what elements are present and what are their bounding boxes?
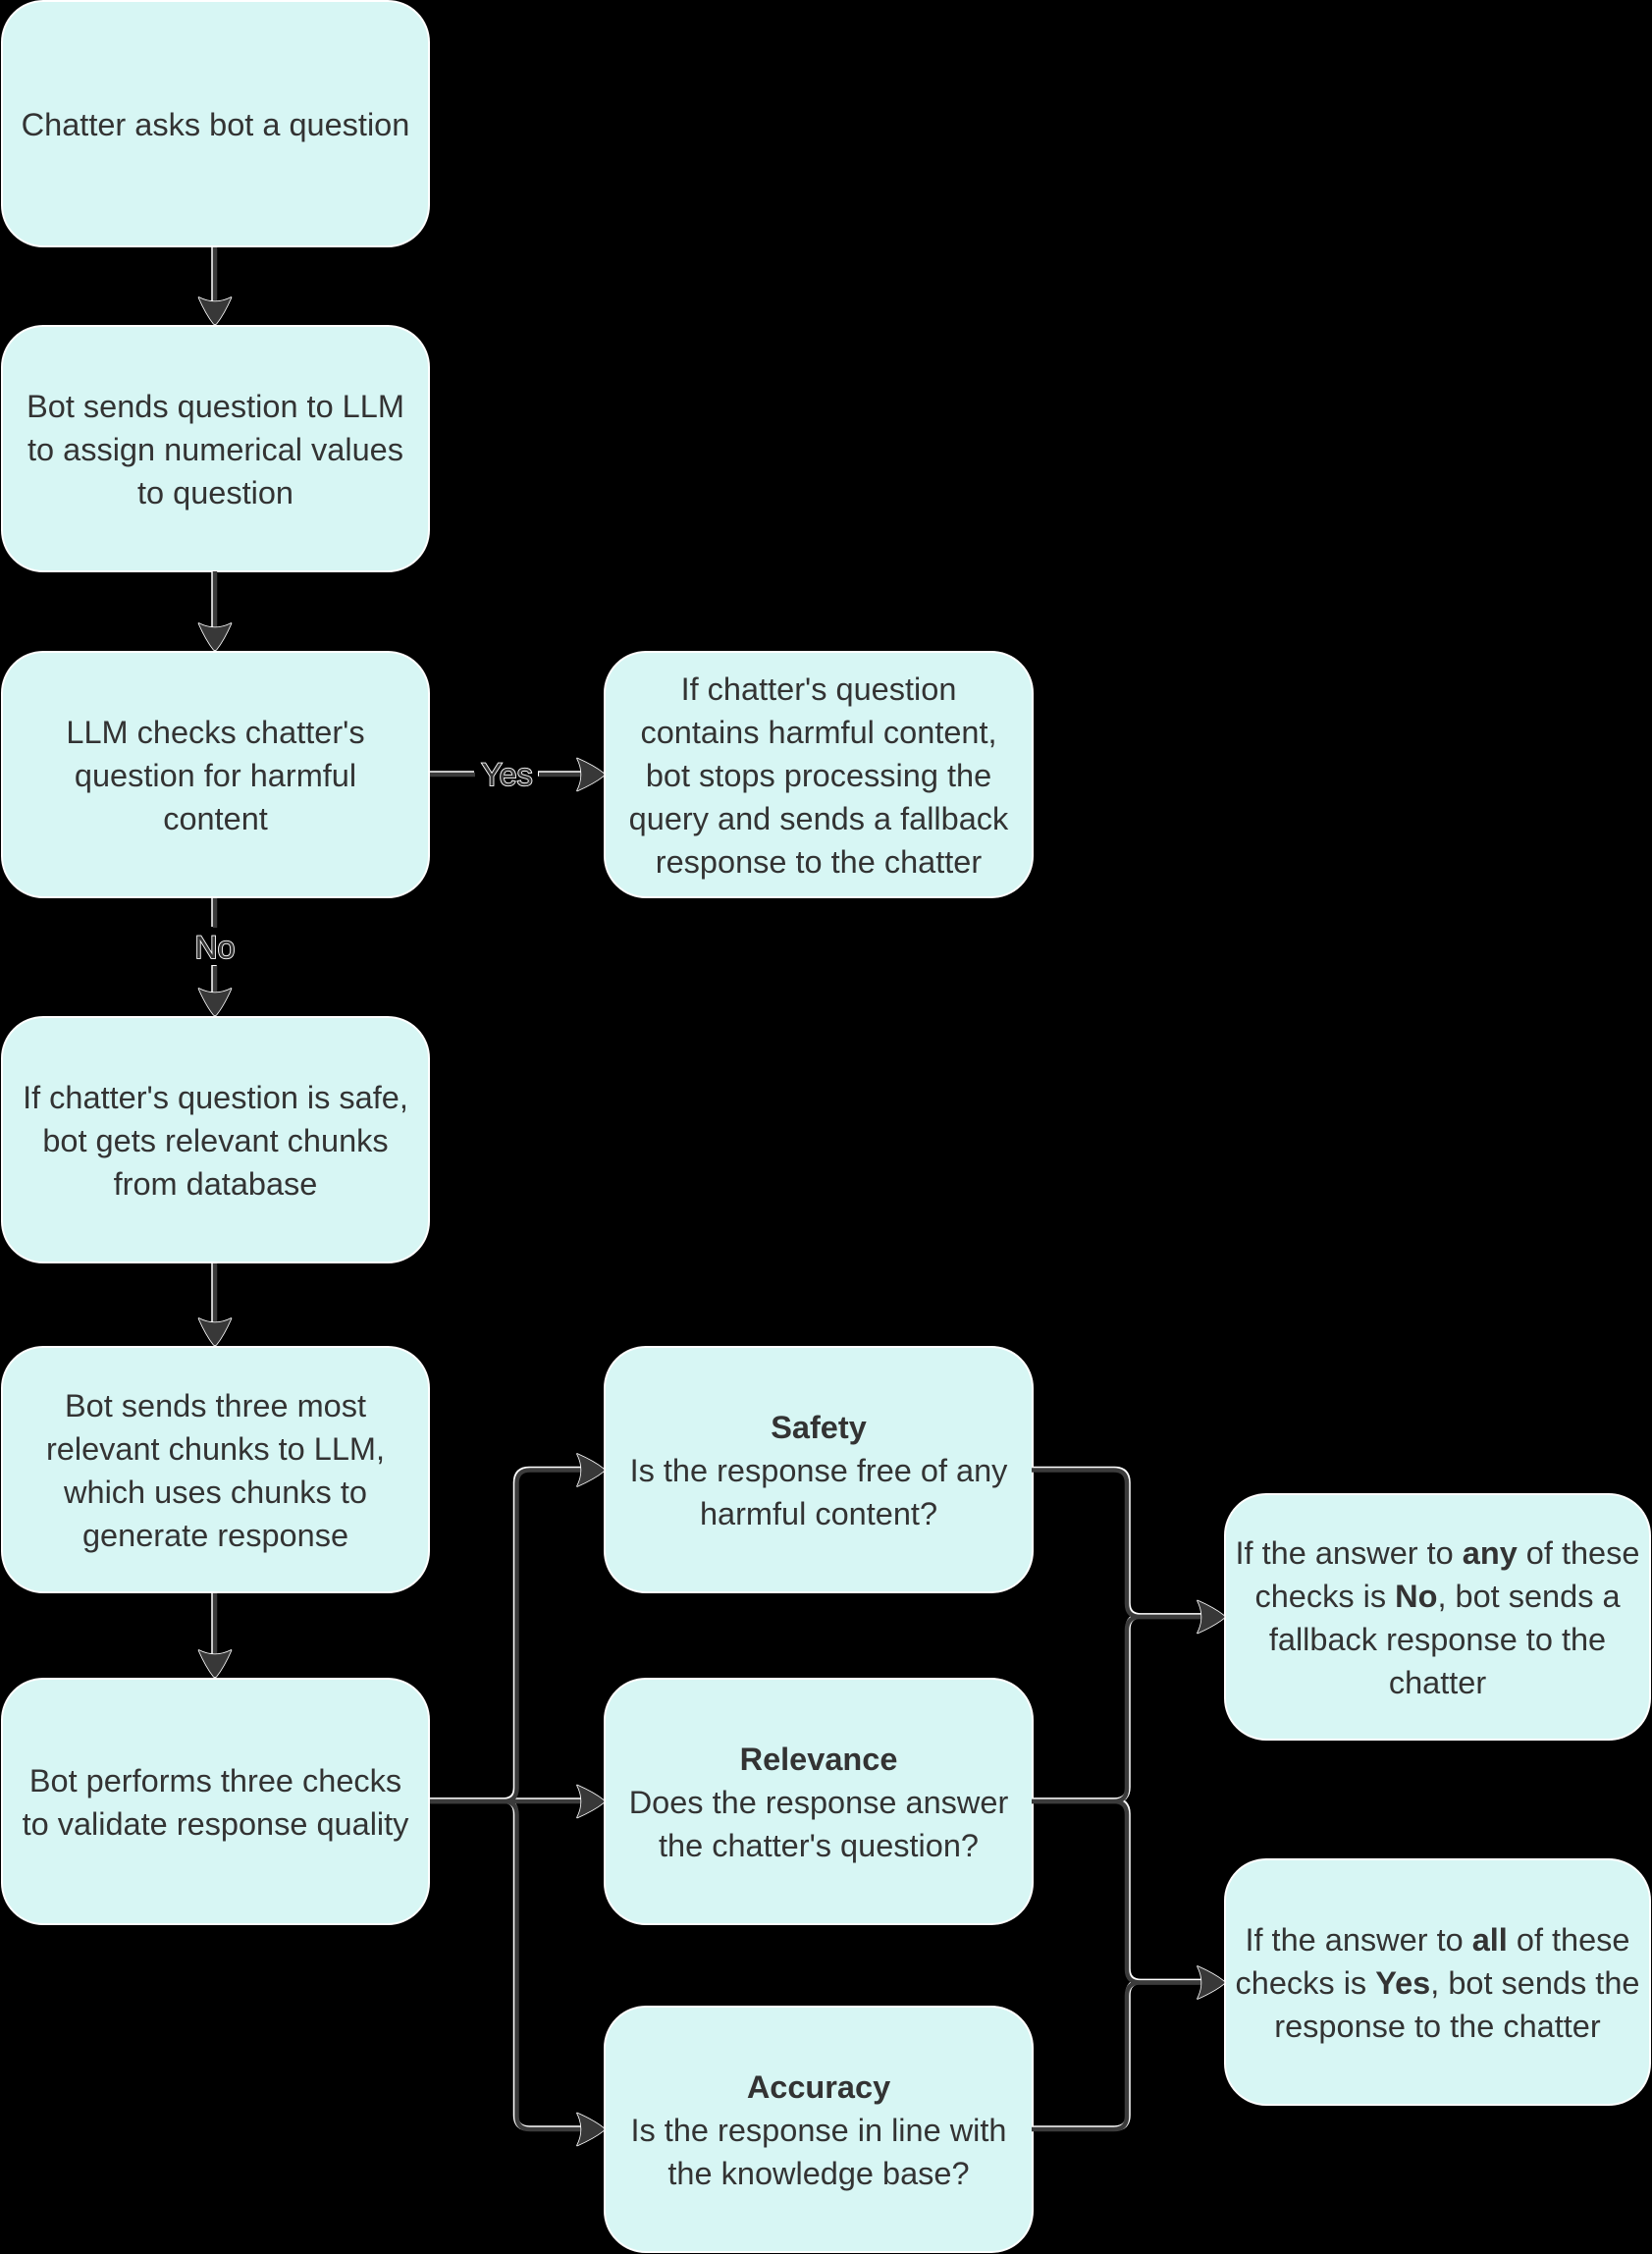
svg-text:harmful content?: harmful content? [700, 1496, 937, 1531]
svg-text:query and sends a fallback: query and sends a fallback [629, 801, 1009, 836]
svg-text:fallback response to the: fallback response to the [1269, 1622, 1606, 1657]
svg-text:Relevance: Relevance [740, 1742, 898, 1777]
svg-text:Safety: Safety [771, 1410, 867, 1445]
svg-text:contains harmful content,: contains harmful content, [640, 715, 996, 750]
svg-text:to validate response quality: to validate response quality [23, 1806, 410, 1842]
svg-text:Accuracy: Accuracy [747, 2069, 890, 2105]
svg-text:If chatter's question is safe,: If chatter's question is safe, [23, 1080, 408, 1115]
svg-text:Yes: Yes [481, 757, 532, 792]
svg-text:relevant chunks to LLM,: relevant chunks to LLM, [46, 1431, 385, 1467]
svg-text:If chatter's question: If chatter's question [681, 671, 957, 707]
svg-text:which uses chunks to: which uses chunks to [63, 1475, 367, 1510]
svg-text:checks is No, bot sends a: checks is No, bot sends a [1254, 1579, 1621, 1614]
svg-text:chatter: chatter [1389, 1665, 1487, 1700]
svg-text:bot stops processing the: bot stops processing the [646, 758, 991, 793]
svg-text:the knowledge base?: the knowledge base? [667, 2156, 969, 2191]
svg-text:If the answer to all of these: If the answer to all of these [1245, 1922, 1629, 1958]
svg-text:checks is Yes, bot sends the: checks is Yes, bot sends the [1236, 1965, 1640, 2001]
svg-text:If the answer to any of these: If the answer to any of these [1236, 1535, 1640, 1571]
svg-text:response to the chatter: response to the chatter [1274, 2009, 1601, 2044]
svg-text:content: content [163, 801, 268, 836]
svg-text:Bot performs three checks: Bot performs three checks [29, 1763, 401, 1798]
svg-text:question for harmful: question for harmful [75, 758, 356, 793]
svg-text:LLM checks chatter's: LLM checks chatter's [66, 715, 364, 750]
svg-text:Bot sends question to LLM: Bot sends question to LLM [27, 389, 404, 424]
svg-text:the chatter's question?: the chatter's question? [659, 1828, 979, 1863]
svg-text:No: No [195, 930, 236, 965]
svg-text:to assign numerical values: to assign numerical values [27, 432, 403, 467]
svg-text:bot gets relevant chunks: bot gets relevant chunks [42, 1123, 388, 1158]
svg-text:from database: from database [114, 1166, 318, 1202]
svg-text:Chatter asks bot a question: Chatter asks bot a question [22, 107, 410, 142]
svg-text:Is the response in line with: Is the response in line with [631, 2113, 1007, 2148]
svg-text:response to the chatter: response to the chatter [656, 844, 983, 880]
svg-text:generate response: generate response [82, 1518, 348, 1553]
svg-text:Bot sends three most: Bot sends three most [65, 1388, 366, 1423]
svg-text:Is the response free of any: Is the response free of any [630, 1453, 1009, 1488]
svg-text:Does the response answer: Does the response answer [629, 1785, 1009, 1820]
svg-text:to question: to question [137, 475, 293, 510]
